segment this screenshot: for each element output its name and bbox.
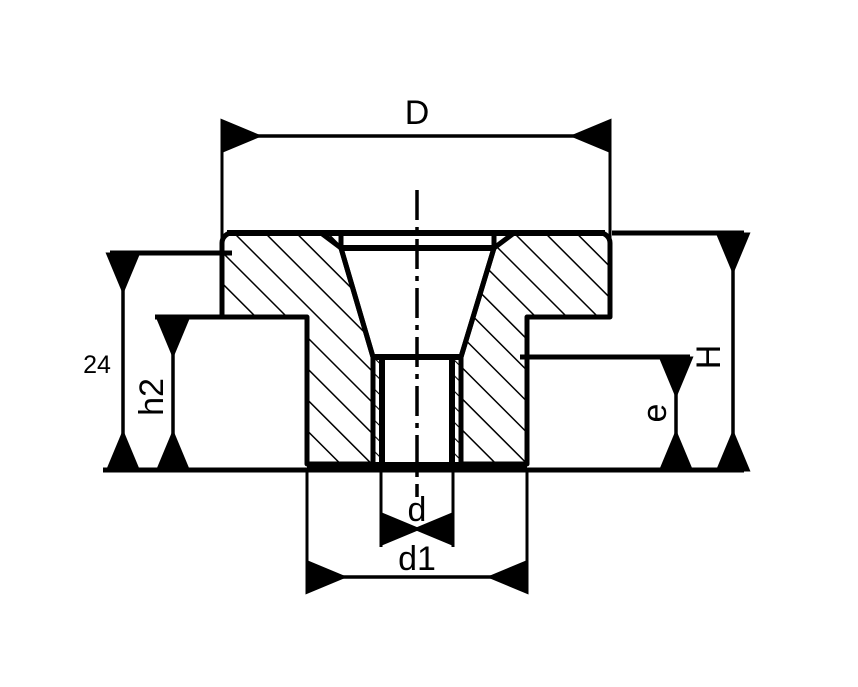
- dim-label-d: d: [408, 491, 427, 529]
- solid-material-right: [458, 230, 613, 467]
- dim-label-H: H: [690, 345, 728, 370]
- dim-label-d1: d1: [398, 540, 436, 578]
- dim-label-h2: h2: [133, 378, 171, 416]
- part-cross-section: [219, 230, 613, 470]
- dim-label-D: D: [405, 94, 430, 132]
- solid-material-left: [219, 230, 376, 467]
- dim-label-24: 24: [83, 351, 111, 379]
- dim-label-e: e: [636, 404, 674, 423]
- bore-floor: [307, 462, 527, 470]
- dimension-labels: D 24 h2 H e d d1: [83, 94, 728, 578]
- counterbore-wall-right: [458, 247, 497, 358]
- dimension-lines: [105, 118, 751, 595]
- counterbore-wall-left: [338, 247, 376, 358]
